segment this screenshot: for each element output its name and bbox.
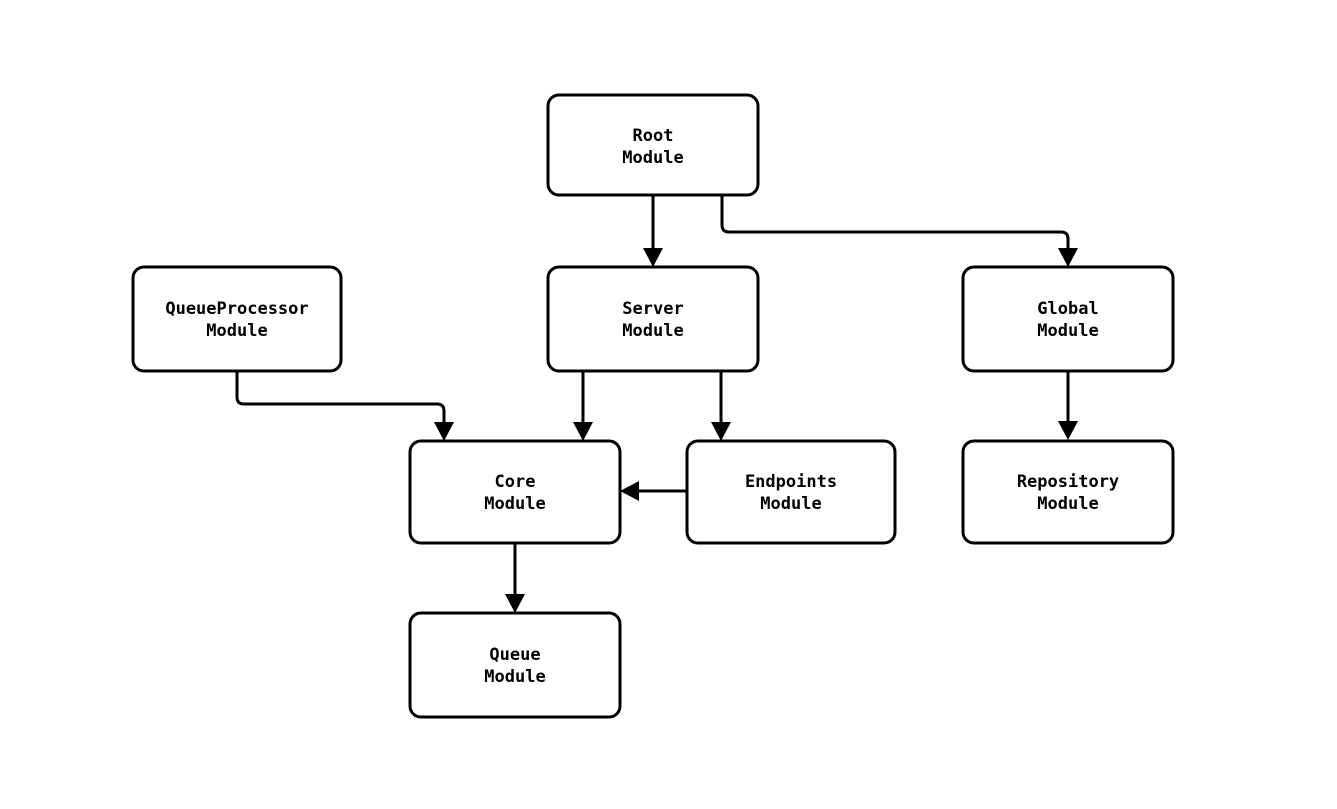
node-root-module-box[interactable]	[546, 93, 760, 197]
edge-endpoints-to-core	[620, 481, 687, 501]
node-server-module-box[interactable]	[546, 265, 760, 373]
node-endpoints-module-label-line2: Module	[760, 494, 821, 514]
edge-layer	[235, 195, 1078, 613]
node-layer: Root Module QueueProcessor Module Server…	[131, 93, 1175, 719]
node-repository-module-box[interactable]	[961, 439, 1175, 545]
node-server-module-label-line2: Module	[622, 321, 683, 341]
node-core-module-box[interactable]	[408, 439, 622, 545]
node-global-module[interactable]: Global Module	[961, 265, 1175, 373]
node-endpoints-module[interactable]: Endpoints Module	[685, 439, 897, 545]
node-queue-module-label-line1: Queue	[489, 645, 540, 665]
edge-root-to-server	[643, 195, 663, 267]
node-core-module-label-line1: Core	[495, 472, 536, 492]
node-queue-module-label-line2: Module	[484, 667, 545, 687]
node-endpoints-module-box[interactable]	[685, 439, 897, 545]
edge-server-to-core	[573, 371, 593, 441]
node-global-module-box[interactable]	[961, 265, 1175, 373]
node-server-module-label-line1: Server	[622, 299, 683, 319]
edge-server-to-endpoints	[711, 371, 731, 441]
node-queueprocessor-module-box[interactable]	[131, 265, 343, 373]
node-queueprocessor-module[interactable]: QueueProcessor Module	[131, 265, 343, 373]
edge-root-to-global	[720, 195, 1078, 267]
node-root-module-label-line1: Root	[633, 126, 674, 146]
node-server-module[interactable]: Server Module	[546, 265, 760, 373]
node-endpoints-module-label-line1: Endpoints	[745, 472, 837, 492]
node-root-module-label-line2: Module	[622, 148, 683, 168]
node-queueprocessor-module-label-line2: Module	[206, 321, 267, 341]
node-repository-module-label-line1: Repository	[1017, 472, 1119, 492]
edge-queueprocessor-to-core	[235, 371, 454, 441]
edge-global-to-repository	[1058, 371, 1078, 440]
node-core-module-label-line2: Module	[484, 494, 545, 514]
node-queue-module[interactable]: Queue Module	[408, 611, 622, 719]
node-global-module-label-line1: Global	[1037, 299, 1098, 319]
node-repository-module[interactable]: Repository Module	[961, 439, 1175, 545]
node-queue-module-box[interactable]	[408, 611, 622, 719]
node-global-module-label-line2: Module	[1037, 321, 1098, 341]
node-repository-module-label-line2: Module	[1037, 494, 1098, 514]
node-core-module[interactable]: Core Module	[408, 439, 622, 545]
node-queueprocessor-module-label-line1: QueueProcessor	[165, 299, 308, 319]
node-root-module[interactable]: Root Module	[546, 93, 760, 197]
edge-core-to-queue	[505, 543, 525, 613]
